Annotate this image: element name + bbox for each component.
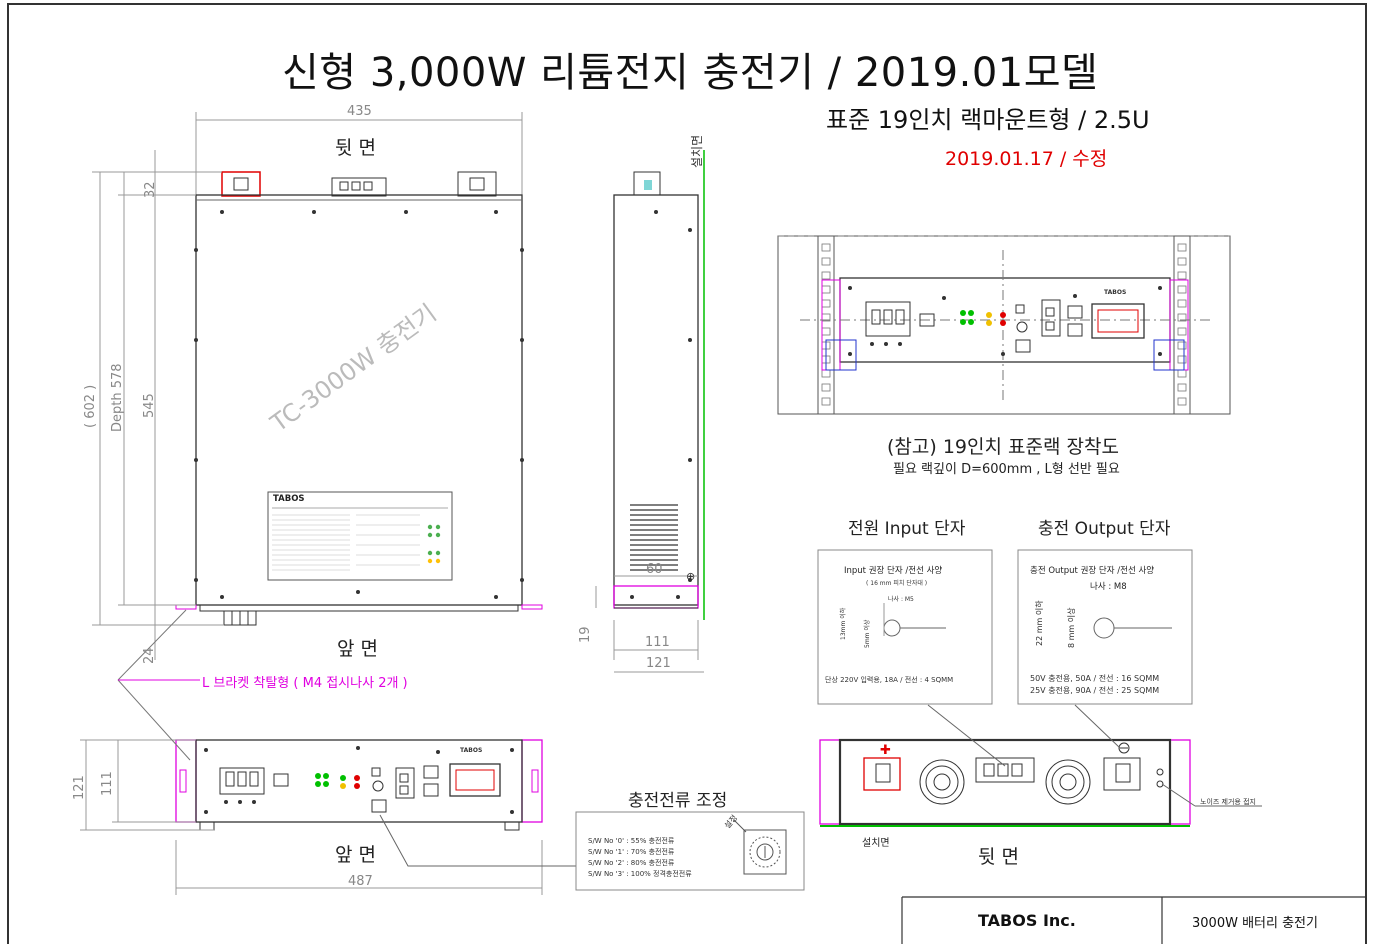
output-terminal-box	[1017, 549, 1193, 705]
rear-red-connector	[221, 171, 261, 197]
side-view-body	[613, 194, 699, 606]
spec-label-brand: TABOS	[273, 494, 305, 504]
input-terminal-sub: ( 16 mm 피치 단자대 )	[866, 580, 928, 587]
current-adjust-item-0: S/W No '0' : 55% 충전전류	[588, 837, 675, 845]
dim-121-front: 121	[72, 775, 87, 800]
bracket-note: L 브라켓 착탈형 ( M4 접시나사 2개 )	[202, 676, 408, 691]
front-panel-brand: TABOS	[460, 747, 483, 754]
dim-111-side: 111	[645, 635, 670, 650]
input-terminal-dim-a: 13mm 이하	[840, 607, 847, 640]
label-front-bottom: 앞 면	[335, 844, 376, 866]
dim-19: 19	[578, 626, 593, 643]
input-terminal-screw: 나사 : M5	[888, 596, 914, 603]
rack-panel-brand: TABOS	[1104, 289, 1127, 296]
bracket-leaders	[117, 609, 200, 761]
rack-note-title: (참고) 19인치 표준랙 장착도	[887, 436, 1119, 458]
output-terminal-title: 충전 Output 권장 단자 /전선 사양	[1030, 566, 1155, 576]
rear-mount-face-label: 설치면	[862, 838, 890, 849]
dim-602: ( 602 )	[83, 384, 98, 428]
svg-text:⊕: ⊕	[686, 570, 695, 583]
output-terminal-screw: 나사 : M8	[1090, 582, 1127, 592]
front-view	[80, 739, 576, 895]
side-mount-label: 설치면	[690, 134, 704, 168]
dim-24: 24	[142, 647, 157, 664]
drawing-title: 신형 3,000W 리튬전지 충전기 / 2019.01모델	[282, 50, 1099, 96]
current-adjust-item-1: S/W No '1' : 70% 충전전류	[588, 848, 675, 856]
noise-ground-note: 노이즈 제거용 접지	[1200, 798, 1256, 806]
titleblock-product: 3000W 배터리 충전기	[1192, 916, 1318, 931]
rack-view	[777, 235, 1231, 415]
input-terminal-box	[817, 549, 993, 705]
dim-depth-578: Depth 578	[110, 363, 125, 432]
output-terminal-spec-25v: 25V 충전용, 90A / 전선 : 25 SQMM	[1030, 686, 1160, 695]
revision-note: 2019.01.17 / 수정	[945, 148, 1108, 170]
current-adjust-heading: 충전전류 조정	[628, 791, 728, 811]
svg-text:✚: ✚	[880, 743, 891, 758]
output-terminal-heading: 충전 Output 단자	[1038, 519, 1171, 539]
dim-111-front: 111	[100, 771, 115, 796]
sheet-border	[7, 3, 1367, 944]
side-view: ⊕	[595, 150, 705, 673]
rear-output-connector	[457, 171, 497, 197]
dim-width-487: 487	[348, 874, 373, 889]
dim-121-side: 121	[646, 656, 671, 671]
current-adjust-item-2: S/W No '2' : 80% 충전전류	[588, 859, 675, 867]
label-rear-bottom: 뒷 면	[978, 846, 1019, 868]
input-terminal-dim-b: 5mm 이상	[864, 619, 871, 648]
output-terminal-spec-50v: 50V 충전용, 50A / 전선 : 16 SQMM	[1030, 674, 1160, 683]
current-adjust-item-3: S/W No '3' : 100% 정격충전전류	[588, 870, 692, 878]
label-rear-top: 뒷 면	[335, 137, 376, 159]
rear-terminal-block	[331, 177, 387, 197]
output-terminal-dim-a: 22 mm 이하	[1035, 600, 1044, 646]
input-terminal-title: Input 권장 단자 /전선 사양	[844, 566, 943, 576]
rear-panel-body	[838, 738, 1172, 826]
input-terminal-heading: 전원 Input 단자	[848, 519, 966, 539]
output-terminal-dim-b: 8 mm 이상	[1067, 607, 1076, 648]
dim-width-435: 435	[347, 104, 372, 119]
rear-view: ✚	[819, 704, 1262, 827]
spec-label-plate	[267, 491, 453, 581]
titleblock-company: TABOS Inc.	[978, 911, 1076, 930]
drawing-subtitle: 표준 19인치 랙마운트형 / 2.5U	[826, 106, 1150, 134]
dim-32: 32	[143, 181, 158, 198]
label-front-top: 앞 면	[337, 638, 378, 660]
input-terminal-spec: 단상 220V 입력용, 18A / 전선 : 4 SQMM	[825, 676, 954, 684]
title-block	[901, 896, 1366, 944]
dim-60: 60	[646, 562, 663, 577]
top-view	[92, 112, 543, 660]
dim-545: 545	[142, 393, 157, 418]
front-panel-body	[195, 739, 523, 823]
current-adjust-box	[575, 811, 805, 891]
top-view-body	[195, 194, 523, 606]
rack-note-depth: 필요 랙깊이 D=600mm , L형 선반 필요	[893, 462, 1120, 477]
